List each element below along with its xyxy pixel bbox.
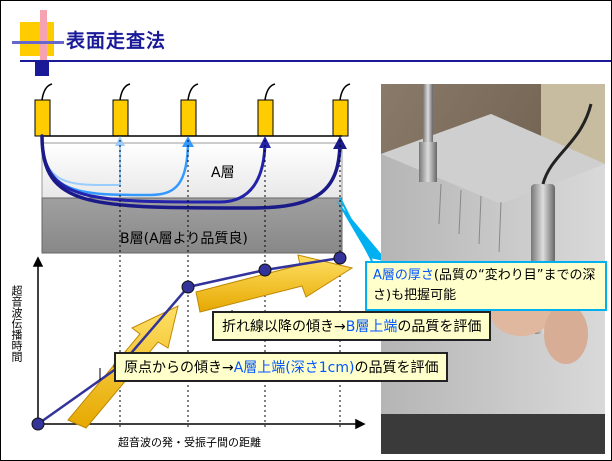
wave-paths [40, 134, 342, 210]
axes [32, 256, 366, 430]
label-upper-text-1: 折れ線以降の傾き→ [222, 319, 346, 335]
slide-title: 表面走査法 [66, 30, 167, 52]
data-point-5 [333, 251, 347, 265]
layer-b-label: B層(A層より品質良) [120, 231, 248, 247]
layer-a-label: A層 [211, 165, 235, 181]
layer-a-rect [41, 142, 343, 199]
data-point-4 [258, 263, 272, 277]
callout-highlight: A層の厚さ [373, 268, 434, 283]
label-lower-text-2: の品質を評価 [354, 360, 439, 376]
wave-path-4 [40, 134, 342, 210]
y-axis-arrow [32, 256, 44, 267]
label-lower-highlight: A層上端(深さ1cm) [233, 360, 355, 376]
data-point-3 [181, 280, 195, 294]
title-underline [20, 60, 612, 62]
probes [34, 99, 349, 137]
label-lower-text-1: 原点からの傾き→ [124, 360, 234, 376]
x-axis-label: 超音波の発・受振子間の距離 [118, 436, 261, 449]
probe-cables [41, 83, 351, 101]
logo-square-yellow [20, 22, 54, 56]
y-axis-label: 超音波伝播時間 [10, 284, 23, 362]
logo-bar-horizontal [12, 41, 64, 44]
callout-pointer-fill [336, 200, 388, 262]
logo-square-blue [35, 62, 49, 76]
callout-thickness: A層の厚さ(品質の“変わり目”までの深さ)も把握可能 [365, 261, 607, 311]
x-axis-arrow [355, 418, 366, 430]
label-lower-slope: 原点からの傾き→A層上端(深さ1cm)の品質を評価 [114, 352, 449, 382]
data-point-1 [31, 417, 45, 431]
label-upper-highlight: B層上端 [345, 319, 398, 335]
callout-text: (品質の“変わり目”までの深さ)も把握可能 [373, 268, 596, 303]
label-upper-text-2: の品質を評価 [397, 319, 482, 335]
label-upper-slope: 折れ線以降の傾き→B層上端の品質を評価 [212, 311, 492, 341]
